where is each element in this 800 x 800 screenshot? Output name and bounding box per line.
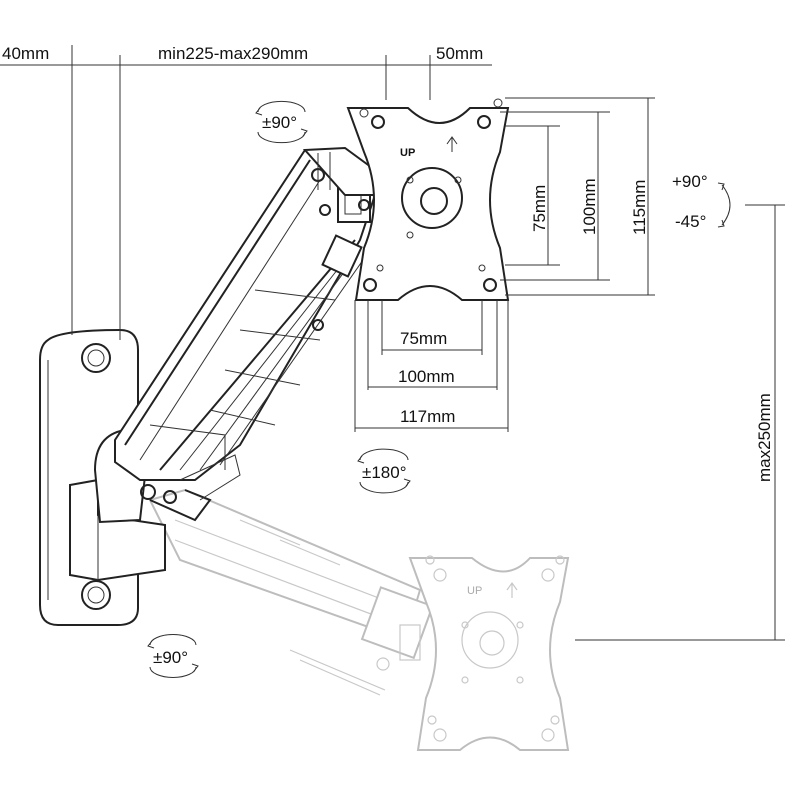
vesa-h-small-label: 75mm: [400, 329, 447, 348]
vesa-h-mid-label: 100mm: [398, 367, 455, 386]
vesa-v-mid-label: 100mm: [580, 178, 599, 235]
tilt-down-label: -45°: [675, 212, 706, 231]
lowered-plate-ghost: UP: [408, 555, 570, 751]
height-travel-label: max250mm: [755, 393, 774, 482]
vesa-v-small-label: 75mm: [530, 185, 549, 232]
rotation-arrows: [147, 100, 731, 678]
top-swivel-label: ±90°: [262, 113, 297, 132]
wall-offset-label: 40mm: [2, 44, 49, 63]
dimension-lines: [0, 45, 785, 641]
plate-up-label: UP: [400, 147, 415, 159]
screen-rotation-label: ±180°: [362, 463, 407, 482]
plate-height-label: 115mm: [630, 180, 649, 235]
plate-width-label: 117mm: [400, 407, 455, 426]
plate-offset-label: 50mm: [436, 44, 483, 63]
ghost-up-label: UP: [467, 585, 482, 597]
gas-spring-arm: [114, 146, 382, 522]
wall-bracket: [39, 328, 166, 626]
base-swivel-label: ±90°: [153, 648, 188, 667]
tilt-up-label: +90°: [672, 172, 708, 191]
lowered-arm-ghost: [148, 488, 434, 696]
arm-reach-label: min225-max290mm: [158, 44, 308, 63]
